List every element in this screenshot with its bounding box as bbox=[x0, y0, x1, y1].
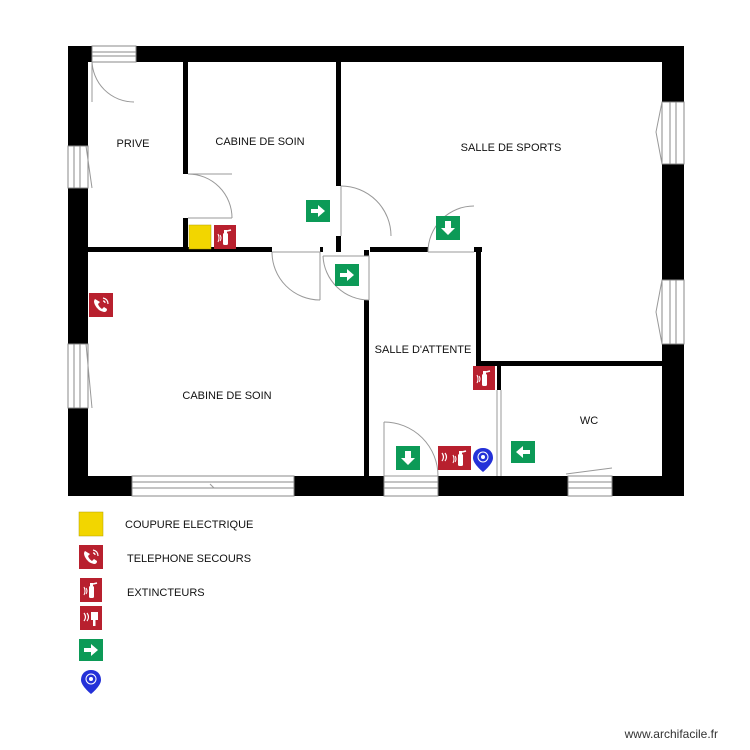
exit-arrow-icon bbox=[306, 200, 330, 222]
legend-label-extincteurs: EXTINCTEURS bbox=[127, 587, 205, 599]
legend-label-coupure: COUPURE ELECTRIQUE bbox=[125, 519, 253, 531]
exit-arrow-icon bbox=[396, 446, 420, 470]
door-swings bbox=[85, 59, 663, 489]
watermark: www.archifacile.fr bbox=[624, 727, 718, 741]
room-label-prive: PRIVE bbox=[116, 138, 149, 150]
room-label-salle-sports: SALLE DE SPORTS bbox=[461, 142, 562, 154]
exit-arrow-icon bbox=[335, 264, 359, 286]
exit-arrow-icon bbox=[511, 441, 535, 463]
room-label-cabine-top: CABINE DE SOIN bbox=[215, 136, 304, 148]
legend-emergency-phone-icon bbox=[78, 544, 104, 570]
legend-fire-alarm-icon bbox=[79, 605, 103, 631]
exit-arrow-icon bbox=[436, 216, 460, 240]
assembly-point-icon bbox=[472, 447, 494, 473]
legend-electric-cutoff-icon bbox=[78, 511, 104, 537]
legend: COUPURE ELECTRIQUE TELEPHONE SECOURS EXT… bbox=[78, 511, 253, 695]
interior-walls bbox=[86, 60, 666, 478]
legend-label-telephone: TELEPHONE SECOURS bbox=[127, 553, 251, 565]
room-label-wc: WC bbox=[580, 415, 598, 427]
emergency-phone-icon bbox=[88, 292, 114, 318]
fire-extinguisher-icon bbox=[213, 224, 237, 250]
outer-walls bbox=[68, 46, 684, 496]
windows bbox=[67, 45, 685, 497]
legend-exit-arrow-icon bbox=[79, 639, 103, 661]
room-label-cabine-bottom: CABINE DE SOIN bbox=[182, 390, 271, 402]
electric-cutoff-icon bbox=[188, 224, 212, 250]
room-label-salle-attente: SALLE D'ATTENTE bbox=[375, 344, 472, 356]
legend-fire-extinguisher-icon bbox=[79, 577, 103, 603]
fire-extinguisher-icon bbox=[472, 365, 496, 391]
legend-assembly-point-icon bbox=[80, 669, 102, 695]
fire-extinguisher-icon bbox=[448, 445, 472, 471]
